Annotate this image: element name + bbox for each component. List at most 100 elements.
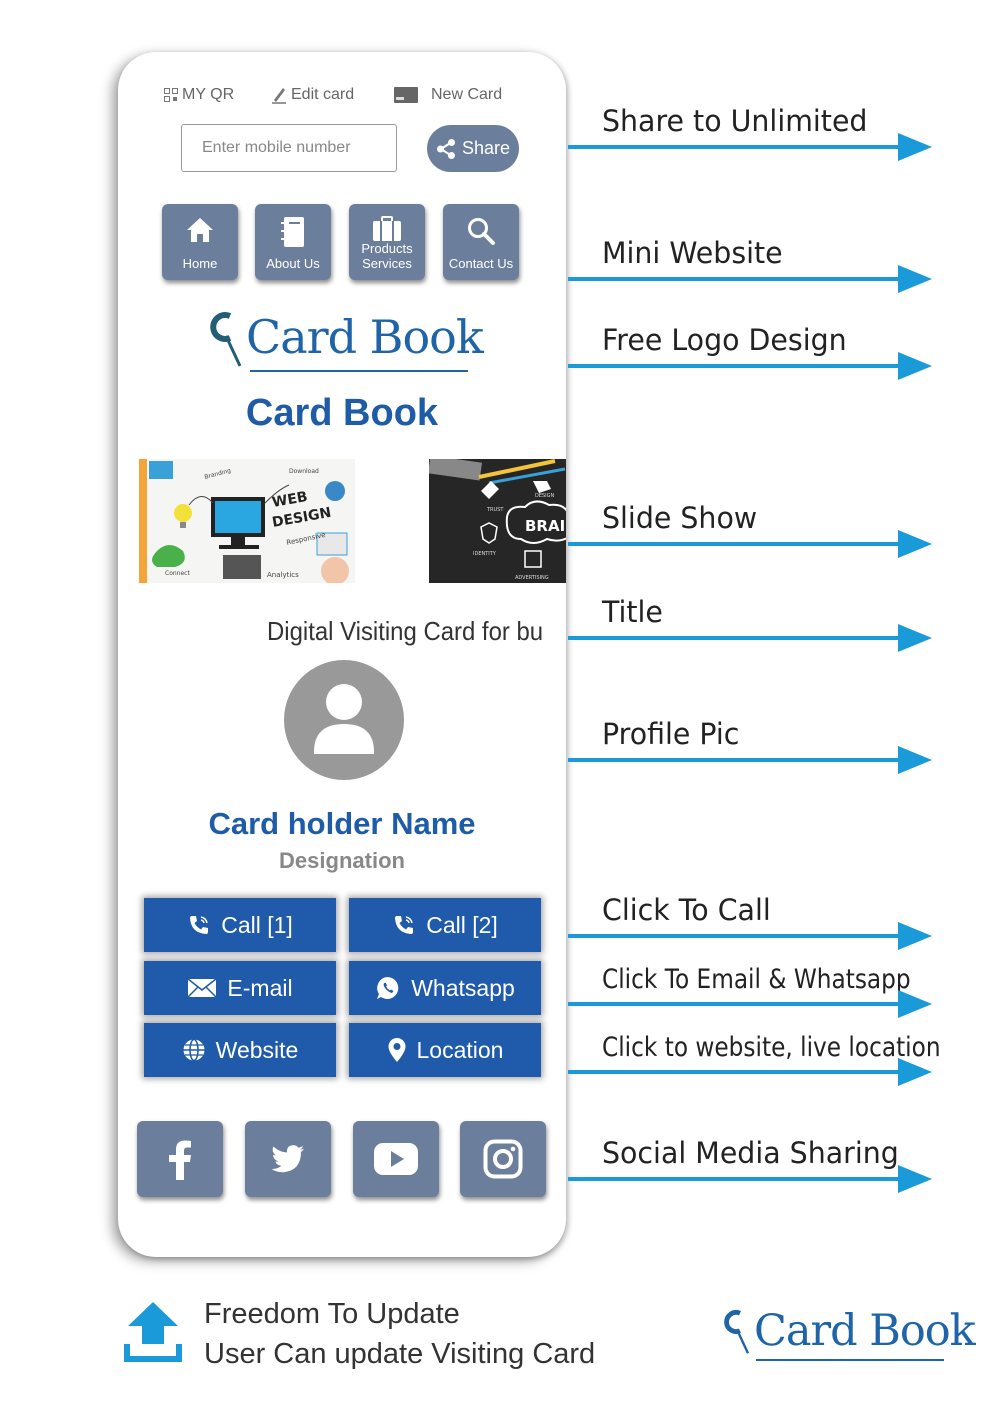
upload-icon [120, 1300, 186, 1366]
arrow-right-icon [568, 1165, 932, 1193]
annotation-profile-pic: Profile Pic [568, 717, 934, 774]
arrow-right-icon [568, 990, 932, 1018]
envelope-icon [187, 978, 217, 998]
nav-contact-button[interactable]: Contact Us [443, 204, 519, 280]
instagram-icon [483, 1139, 523, 1179]
email-button[interactable]: E-mail [144, 961, 336, 1015]
call-2-button[interactable]: Call [2] [349, 898, 541, 952]
slide-word-download: Download [289, 468, 319, 475]
slide-word-trust: TRUST [486, 507, 504, 513]
annotation-logo-design: Free Logo Design [568, 323, 934, 380]
nav-products-label-1: Products [361, 241, 413, 256]
footer-logo-text: Card Book [754, 1306, 976, 1356]
annotation-share-label: Share to Unlimited [602, 104, 868, 138]
youtube-button[interactable] [353, 1121, 439, 1197]
qr-icon [164, 88, 178, 102]
nav-home-label: Home [182, 256, 218, 271]
annotation-logo-design-label: Free Logo Design [602, 323, 847, 357]
email-label: E-mail [227, 974, 293, 1001]
notebook-icon [281, 217, 304, 247]
footer-line-1: Freedom To Update [204, 1298, 460, 1330]
arrow-right-icon [568, 265, 932, 293]
location-button[interactable]: Location [349, 1023, 541, 1077]
slide-word-identity: IDENTITY [473, 551, 497, 557]
card-book-logo: Card Book [200, 310, 484, 374]
annotation-email-whatsapp: Click To Email & Whatsapp [568, 964, 934, 1018]
call-1-button[interactable]: Call [1] [144, 898, 336, 952]
pin-logo-icon [210, 312, 242, 367]
user-icon [314, 684, 374, 754]
instagram-button[interactable] [460, 1121, 546, 1197]
my-qr-link[interactable]: MY QR [164, 86, 234, 104]
annotation-mini-website: Mini Website [568, 236, 934, 293]
tagline-marquee: Digital Visiting Card for bu [267, 616, 544, 646]
profile-avatar [284, 660, 404, 780]
arrow-right-icon [568, 624, 932, 652]
mobile-number-input[interactable] [181, 124, 397, 172]
top-toolbar: MY QR Edit card New Card [118, 86, 566, 106]
edit-card-link[interactable]: Edit card [271, 86, 354, 104]
my-qr-label: MY QR [182, 86, 235, 103]
twitter-icon [271, 1145, 304, 1173]
website-button[interactable]: Website [144, 1023, 336, 1077]
share-button[interactable]: Share [427, 125, 519, 172]
slide-web-design[interactable]: WEB DESIGN Responsive Analytics Branding… [139, 459, 355, 583]
new-card-label: New Card [431, 86, 503, 103]
annotation-click-to-call: Click To Call [568, 893, 934, 950]
arrow-right-icon [568, 1058, 932, 1086]
share-icon [436, 138, 455, 159]
arrow-right-icon [568, 133, 932, 161]
call-2-label: Call [2] [426, 911, 498, 938]
annotation-title: Title [568, 595, 934, 652]
annotation-mini-website-label: Mini Website [602, 236, 783, 270]
annotation-website-location: Click to website, live location [568, 1032, 941, 1086]
annotation-email-whatsapp-label: Click To Email & Whatsapp [602, 964, 911, 995]
annotation-website-location-label: Click to website, live location [602, 1032, 941, 1063]
nav-about-button[interactable]: About Us [255, 204, 331, 280]
phone-icon [395, 916, 414, 934]
annotation-social-media: Social Media Sharing [568, 1136, 934, 1193]
nav-home-button[interactable]: Home [162, 204, 238, 280]
web-design-illustration: WEB DESIGN Responsive Analytics Branding… [139, 459, 355, 583]
nav-contact-label: Contact Us [448, 256, 514, 271]
phone-icon [190, 916, 209, 934]
location-pin-icon [388, 1038, 406, 1062]
brand-title: Card Book [245, 392, 439, 434]
footer-logo: Card Book [716, 1306, 976, 1366]
search-icon [468, 218, 495, 245]
annotation-slide-show-label: Slide Show [602, 501, 758, 535]
nav-products-button[interactable]: Products Services [349, 204, 425, 280]
facebook-icon [169, 1140, 191, 1180]
whatsapp-icon [377, 977, 399, 999]
footer-logo-underline [756, 1359, 944, 1361]
globe-icon [183, 1038, 205, 1062]
slide-word-analytics: Analytics [267, 571, 299, 579]
logo-text: Card Book [246, 310, 484, 364]
card-holder-name: Card holder Name [208, 806, 476, 841]
annotation-share: Share to Unlimited [568, 104, 934, 161]
twitter-button[interactable] [245, 1121, 331, 1197]
pin-logo-icon [724, 1310, 750, 1354]
website-label: Website [215, 1036, 299, 1063]
annotation-slide-show: Slide Show [568, 501, 934, 558]
arrow-right-icon [568, 530, 932, 558]
nav-about-label: About Us [266, 256, 320, 271]
edit-card-label: Edit card [291, 86, 355, 103]
arrow-right-icon [568, 352, 932, 380]
card-icon [394, 87, 418, 103]
whatsapp-button[interactable]: Whatsapp [349, 961, 541, 1015]
facebook-button[interactable] [137, 1121, 223, 1197]
home-icon [187, 218, 213, 242]
annotation-social-media-label: Social Media Sharing [602, 1136, 899, 1170]
arrow-right-icon [568, 746, 932, 774]
designation: Designation [279, 848, 405, 873]
share-label: Share [461, 138, 511, 158]
annotation-title-label: Title [602, 595, 663, 629]
slide-word-advertising: ADVERTISING [515, 575, 549, 581]
youtube-icon [374, 1143, 418, 1175]
slide-word-design: DESIGN [535, 493, 555, 499]
slide-branding[interactable]: BRAI DESIGN TRUST IDENTITY ADVERTISING [429, 459, 566, 583]
briefcase-icon [373, 216, 401, 241]
nav-products-label-2: Services [362, 256, 412, 271]
new-card-link[interactable]: New Card [393, 86, 502, 104]
